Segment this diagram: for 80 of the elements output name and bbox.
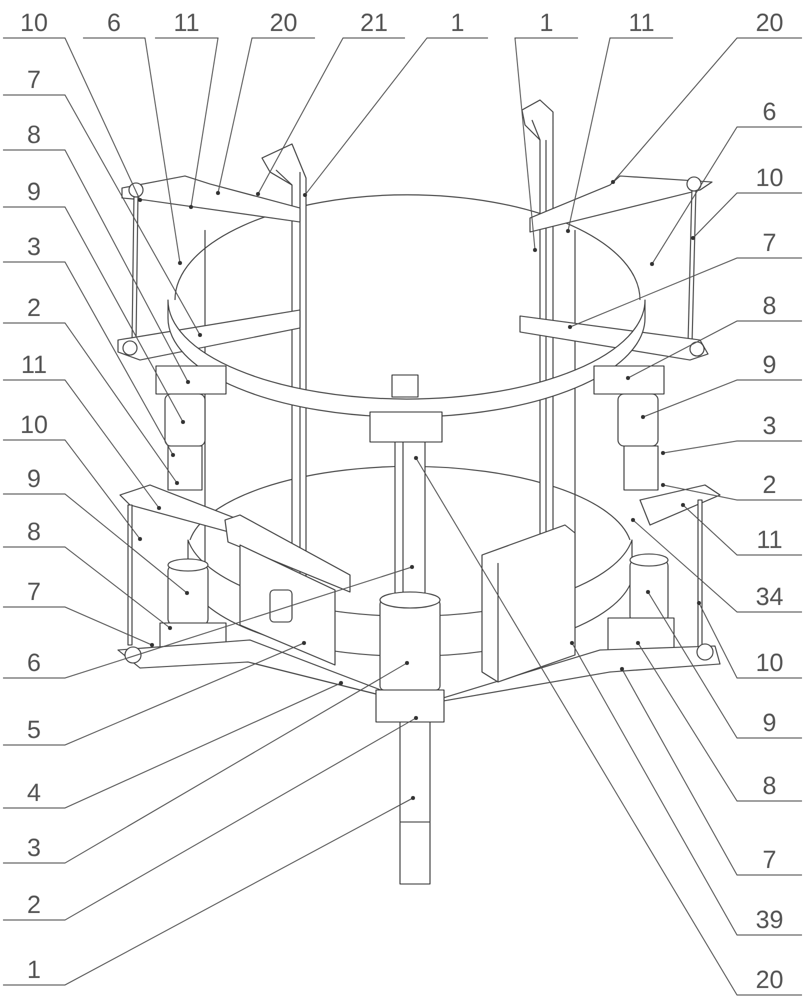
leader-line (2, 661, 409, 864)
leader-line (691, 192, 802, 240)
leader-line (2, 94, 202, 337)
callout-number: 10 (3, 412, 65, 438)
leader-line (611, 38, 802, 184)
callout-number: 2 (3, 892, 65, 918)
leader-line (2, 681, 343, 808)
leader-line (650, 126, 802, 266)
callout-number: 11 (155, 10, 218, 36)
callout-number: 7 (737, 230, 802, 256)
callout-number: 3 (3, 835, 65, 861)
leader-line (697, 601, 802, 678)
leader-line (216, 38, 316, 195)
callout-number: 11 (3, 352, 65, 378)
leader-line (2, 796, 415, 986)
leader-line (566, 38, 674, 233)
callout-number: 1 (427, 10, 488, 36)
callout-number: 11 (610, 10, 673, 36)
leader-line (414, 456, 802, 996)
leader-line (2, 38, 142, 202)
leader-line (2, 150, 190, 384)
leader-line (2, 440, 142, 541)
callout-number: 20 (737, 10, 802, 36)
callout-number: 7 (737, 847, 802, 873)
callout-number: 9 (3, 179, 65, 205)
leader-line (620, 667, 802, 876)
callout-number: 8 (737, 293, 802, 319)
leader-line (681, 503, 802, 556)
callout-number: 10 (737, 165, 802, 191)
leader-line (570, 641, 802, 936)
callout-number: 10 (3, 10, 65, 36)
callout-number: 20 (252, 10, 315, 36)
leader-line (626, 320, 802, 380)
callout-number: 20 (737, 967, 802, 993)
callout-number: 21 (343, 10, 405, 36)
leader-line (636, 641, 802, 802)
callout-number: 7 (3, 67, 65, 93)
callout-number: 9 (3, 466, 65, 492)
callout-number: 2 (3, 295, 65, 321)
callout-number: 39 (737, 907, 802, 933)
leader-line (82, 38, 182, 265)
callout-number: 3 (3, 234, 65, 260)
leader-line (2, 546, 172, 630)
callout-number: 10 (737, 650, 802, 676)
leader-line (2, 565, 414, 678)
leader-line (2, 380, 161, 510)
leader-line (641, 380, 802, 419)
callout-number: 8 (3, 122, 65, 148)
callout-number: 6 (3, 650, 65, 676)
callout-number: 6 (83, 10, 145, 36)
callout-number: 11 (737, 527, 802, 553)
leader-line (2, 322, 179, 485)
callout-number: 1 (515, 10, 578, 36)
leader-line (154, 38, 219, 209)
callout-number: 9 (737, 352, 802, 378)
leader-line (661, 440, 802, 455)
leader-line (631, 518, 802, 612)
callout-number: 34 (737, 584, 802, 610)
callout-number: 7 (3, 579, 65, 605)
callout-number: 3 (737, 413, 802, 439)
leader-line (2, 606, 154, 647)
callout-number: 8 (3, 519, 65, 545)
callout-number: 1 (3, 957, 65, 983)
leader-line (568, 258, 802, 329)
callout-number: 9 (737, 710, 802, 736)
leader-line (2, 262, 175, 457)
leader-line (2, 641, 306, 746)
leader-line (2, 494, 189, 595)
leader-line (2, 716, 418, 920)
callout-number: 5 (3, 717, 65, 743)
callout-number: 4 (3, 780, 65, 806)
leader-line (303, 38, 488, 197)
leader-line (2, 206, 185, 424)
callout-number: 6 (737, 99, 802, 125)
leader-line (514, 38, 578, 252)
callout-number: 8 (737, 773, 802, 799)
leader-line (256, 38, 406, 196)
leader-line (661, 483, 802, 500)
callout-number: 2 (737, 472, 802, 498)
leader-line (646, 590, 802, 738)
